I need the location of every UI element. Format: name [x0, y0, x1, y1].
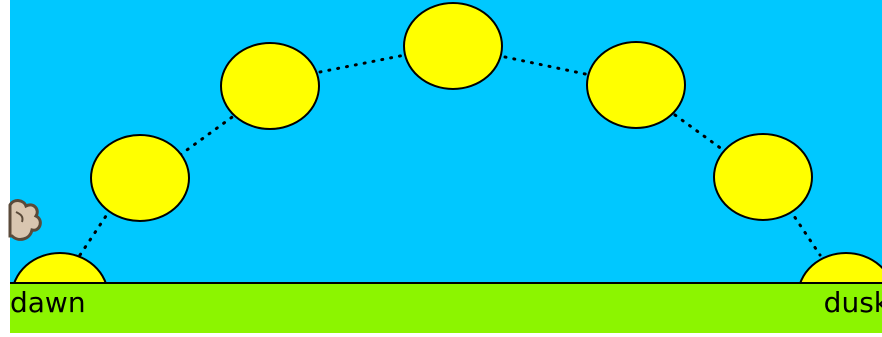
dawn-label: dawn [10, 286, 86, 320]
sun-mid-morning [91, 135, 189, 221]
sun-noon [404, 3, 502, 89]
dusk-label: dusk [824, 286, 882, 320]
ground [10, 283, 882, 333]
sun-late-afternoon [714, 134, 812, 220]
sun-early-afternoon [587, 42, 685, 128]
sun-late-morning [221, 43, 319, 129]
left-margin [0, 0, 10, 333]
